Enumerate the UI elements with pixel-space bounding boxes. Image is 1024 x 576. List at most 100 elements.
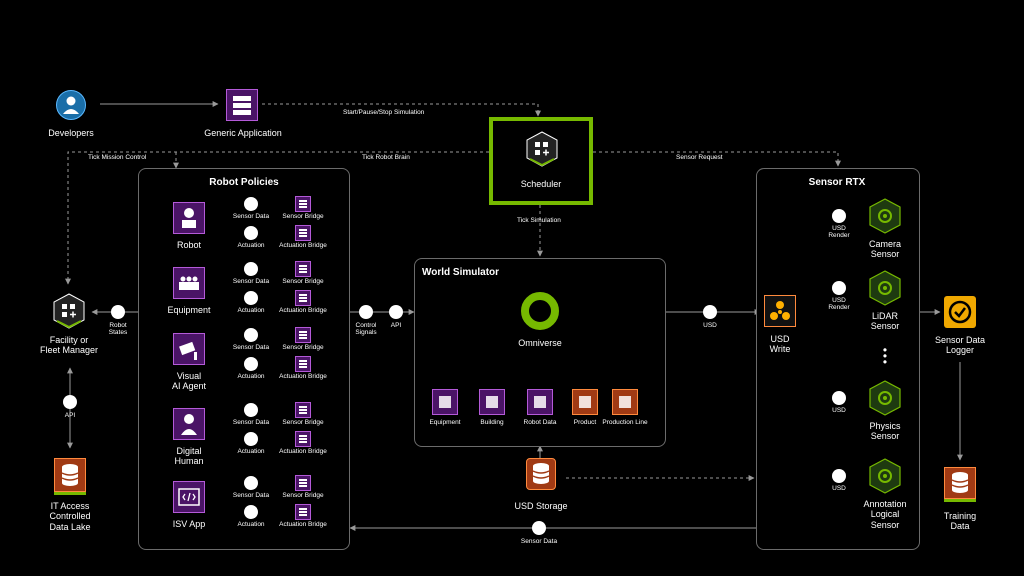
- actuation-label: Actuation: [237, 307, 265, 314]
- world-item-label-0: Equipment: [429, 419, 461, 426]
- sensor-db-icon: [244, 476, 258, 490]
- sensor-bridge-label: Sensor Bridge: [282, 213, 324, 220]
- sensor-chip-icon-1: [869, 270, 901, 306]
- sensor-db-icon: [244, 328, 258, 342]
- omniverse-logo-icon: [521, 292, 559, 330]
- start-pause-stop-label: Start/Pause/Stop Simulation: [343, 109, 425, 116]
- actuation-db-icon: [244, 432, 258, 446]
- policy-icon-3: [173, 408, 205, 440]
- policy-icon-4: [173, 481, 205, 513]
- sensor-label: Sensor Data: [232, 278, 270, 285]
- sensor-db-icon: [244, 403, 258, 417]
- sensor-bridge-icon: [295, 327, 311, 343]
- policy-label-1: Equipment: [167, 305, 211, 315]
- usd-write-icon: [764, 295, 796, 327]
- api-icon-mid: [389, 305, 403, 319]
- developers-label: Developers: [48, 128, 94, 138]
- actuation-bridge-label: Actuation Bridge: [279, 242, 327, 249]
- api-icon-left: [63, 395, 77, 409]
- scheduler-label: Scheduler: [520, 179, 562, 189]
- sensor-usd-label-3: USD: [832, 485, 846, 492]
- scheduler-box[interactable]: Scheduler: [489, 117, 593, 205]
- actuation-label: Actuation: [237, 448, 265, 455]
- world-simulator-panel: [414, 258, 666, 447]
- policy-label-4: ISV App: [172, 519, 206, 529]
- sensor-chip-icon-3: [869, 458, 901, 494]
- training-data-accent: [944, 499, 976, 502]
- sensor-data-logger-icon: [944, 296, 976, 328]
- sensor-bridge-icon: [295, 402, 311, 418]
- actuation-bridge-label: Actuation Bridge: [279, 521, 327, 528]
- actuation-bridge-label: Actuation Bridge: [279, 307, 327, 314]
- developers-icon: [56, 90, 86, 120]
- generic-application-label: Generic Application: [204, 128, 282, 138]
- sensor-bridge-label: Sensor Bridge: [282, 278, 324, 285]
- sensor-usd-label-2: USD: [832, 407, 846, 414]
- sensor-rtx-title: Sensor RTX: [808, 177, 866, 188]
- actuation-db-icon: [244, 505, 258, 519]
- robot-policies-title: Robot Policies: [209, 177, 279, 188]
- world-item-label-1: Building: [480, 419, 504, 426]
- tick-robot-brain-label: Tick Robot Brain: [362, 154, 410, 161]
- world-item-icon-3: [572, 389, 598, 415]
- sensor-data-return-icon: [532, 521, 546, 535]
- world-item-label-3: Product: [573, 419, 597, 426]
- policy-icon-1: [173, 267, 205, 299]
- sensor-usd-icon-0: [832, 209, 846, 223]
- facility-manager-icon: [53, 293, 85, 329]
- sensor-label: Sensor Data: [232, 492, 270, 499]
- sensor-chip-icon-0: [869, 198, 901, 234]
- actuation-label: Actuation: [237, 373, 265, 380]
- data-lake-icon: [54, 458, 86, 492]
- actuation-db-icon: [244, 357, 258, 371]
- actuation-bridge-icon: [295, 504, 311, 520]
- data-lake-accent: [54, 492, 86, 495]
- generic-application-icon: [226, 89, 258, 121]
- policy-label-0: Robot: [176, 240, 202, 250]
- actuation-bridge-icon: [295, 225, 311, 241]
- world-simulator-title: World Simulator: [422, 267, 500, 278]
- more-sensors-dots: •••: [882, 343, 888, 369]
- actuation-label: Actuation: [237, 242, 265, 249]
- tick-mission-control-label: Tick Mission Control: [88, 154, 147, 161]
- api-label-left: API: [64, 412, 76, 419]
- sensor-db-icon: [244, 262, 258, 276]
- omniverse-label: Omniverse: [518, 338, 562, 348]
- sensor-label: Sensor Data: [232, 419, 270, 426]
- actuation-bridge-icon: [295, 431, 311, 447]
- usd-storage-label: USD Storage: [514, 501, 568, 511]
- sensor-bridge-label: Sensor Bridge: [282, 344, 324, 351]
- usd-storage-icon: [526, 458, 556, 490]
- api-label-mid: API: [390, 322, 402, 329]
- sensor-request-label: Sensor Request: [676, 154, 723, 161]
- usd-label-mid: USD: [703, 322, 717, 329]
- sensor-usd-icon-2: [832, 391, 846, 405]
- control-signals-db-icon: [359, 305, 373, 319]
- tick-simulation-label: Tick Simulation: [517, 217, 561, 224]
- actuation-label: Actuation: [237, 521, 265, 528]
- world-item-icon-1: [479, 389, 505, 415]
- actuation-bridge-label: Actuation Bridge: [279, 448, 327, 455]
- actuation-bridge-label: Actuation Bridge: [279, 373, 327, 380]
- world-item-icon-2: [527, 389, 553, 415]
- actuation-bridge-icon: [295, 290, 311, 306]
- world-item-label-2: Robot Data: [523, 419, 557, 426]
- world-item-label-4: Production Line: [602, 419, 648, 426]
- policy-icon-0: [173, 202, 205, 234]
- usd-icon-mid: [703, 305, 717, 319]
- scheduler-icon: [526, 131, 558, 167]
